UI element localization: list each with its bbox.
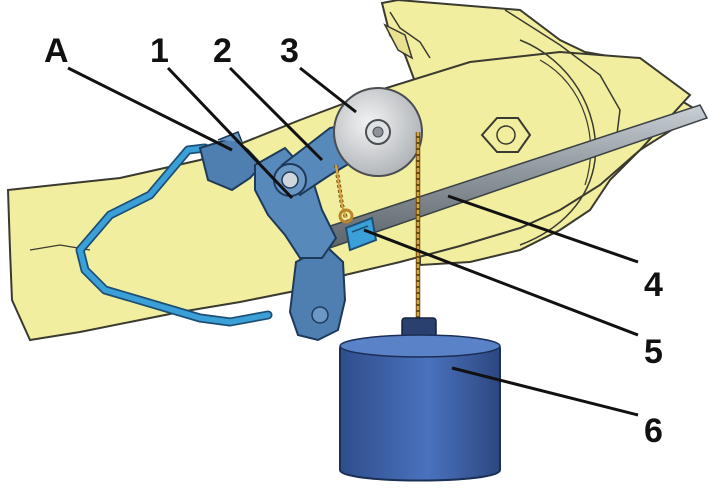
cord bbox=[334, 132, 421, 322]
callout-5: 5 bbox=[644, 333, 663, 371]
callout-6: 6 bbox=[644, 412, 663, 450]
wire-hook bbox=[75, 143, 273, 327]
callout-2: 2 bbox=[213, 32, 232, 70]
callout-3: 3 bbox=[280, 32, 299, 70]
leader-lines bbox=[67, 66, 639, 417]
callout-4: 4 bbox=[644, 266, 663, 304]
clip-icon bbox=[344, 216, 378, 252]
callout-1: 1 bbox=[150, 32, 169, 70]
weight-icon bbox=[339, 317, 501, 482]
callout-labels: A 1 2 3 4 5 6 bbox=[44, 32, 663, 450]
callout-a: A bbox=[44, 32, 69, 70]
hex-nut bbox=[480, 117, 532, 153]
pulley-icon bbox=[333, 87, 423, 177]
